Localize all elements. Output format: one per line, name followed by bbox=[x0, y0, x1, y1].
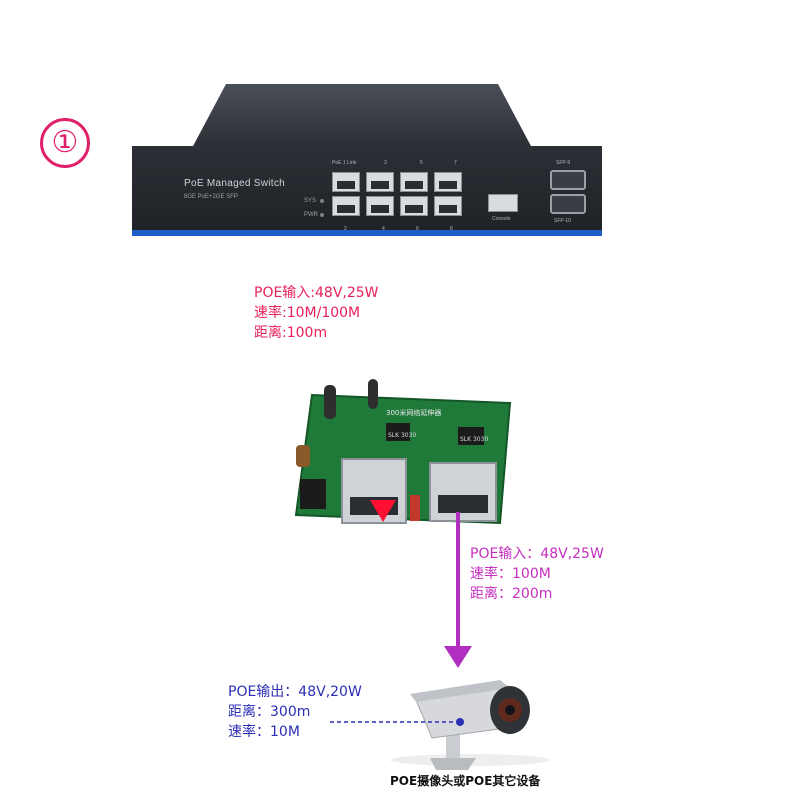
pwr-led-label: PWR bbox=[304, 212, 318, 218]
segment1-power-text: POE输入:48V,25W bbox=[254, 285, 379, 301]
capacitor-icon bbox=[324, 385, 336, 419]
segment1-distance-text: 距离:100m bbox=[254, 325, 328, 341]
console-port-label: Console bbox=[492, 216, 511, 222]
chip-icon bbox=[386, 423, 410, 441]
segment2-spec-label: POE输入：48V,25W 速率：100M 距离：200m bbox=[470, 544, 604, 604]
console-port bbox=[488, 194, 518, 212]
rj45-port bbox=[366, 196, 394, 216]
port-header-label: PoE 1 Link bbox=[332, 160, 357, 166]
rj45-port bbox=[332, 172, 360, 192]
rj45-port bbox=[434, 196, 462, 216]
chip-label: SLK 3030 bbox=[388, 432, 416, 439]
camera-link-dot bbox=[456, 718, 464, 726]
segment2-speed-text: 速率：100M bbox=[470, 566, 551, 582]
switch-top-panel bbox=[192, 84, 532, 148]
chip-icon bbox=[458, 427, 484, 445]
rj45-port bbox=[400, 196, 428, 216]
pwr-led-icon bbox=[320, 213, 324, 217]
dc-jack-icon bbox=[300, 479, 326, 509]
switch-front-panel: PoE Managed Switch 8GE PoE+2GE SFP SYS P… bbox=[132, 146, 602, 236]
chip-label: SLK 3030 bbox=[460, 436, 488, 443]
switch-model-subtitle: 8GE PoE+2GE SFP bbox=[184, 194, 238, 200]
segment1-speed-text: 速率:10M/100M bbox=[254, 305, 361, 321]
port-number-label: 7 bbox=[454, 160, 457, 166]
port-number-label: 3 bbox=[384, 160, 387, 166]
rj45-jack-right-opening bbox=[438, 495, 488, 513]
board-silkscreen-title: 300米网络延伸器 bbox=[386, 408, 441, 417]
step-number-marker: ① bbox=[40, 118, 90, 168]
sfp-port-label: SFP-9 bbox=[556, 160, 571, 166]
arrow-head-purple bbox=[444, 646, 472, 668]
rj45-port bbox=[400, 172, 428, 192]
sys-led-label: SYS bbox=[304, 198, 317, 204]
sfp-port bbox=[550, 194, 586, 214]
capacitor-icon bbox=[368, 379, 378, 409]
rj45-port bbox=[366, 172, 394, 192]
segment2-distance-text: 距离：200m bbox=[470, 586, 553, 602]
poe-camera-icon bbox=[390, 680, 550, 770]
switch-model-name: PoE Managed Switch bbox=[184, 178, 286, 189]
port-number-label: 6 bbox=[416, 226, 419, 232]
segment3-spec-label: POE输出：48V,20W 距离：300m 速率：10M bbox=[228, 682, 362, 742]
port-number-label: 8 bbox=[450, 226, 453, 232]
device-caption: POE摄像头或POE其它设备 bbox=[390, 774, 541, 788]
poe-switch-device: PoE Managed Switch 8GE PoE+2GE SFP SYS P… bbox=[132, 84, 602, 244]
segment1-spec-label: POE输入:48V,25W 速率:10M/100M 距离:100m bbox=[254, 283, 379, 343]
rj45-port bbox=[434, 172, 462, 192]
sfp-port bbox=[550, 170, 586, 190]
rj45-port-group bbox=[332, 172, 472, 226]
segment3-power-text: POE输出：48V,20W bbox=[228, 684, 362, 700]
rj45-port bbox=[332, 196, 360, 216]
segment3-speed-text: 速率：10M bbox=[228, 724, 300, 740]
arrow-head-red bbox=[370, 500, 396, 522]
segment2-power-text: POE输入：48V,25W bbox=[470, 546, 604, 562]
poe-extender-board: SLK 3030 SLK 3030 300米网络延伸器 bbox=[294, 379, 512, 525]
sys-led-icon bbox=[320, 199, 324, 203]
sfp-port-label: SFP-10 bbox=[554, 218, 571, 224]
fuse-icon bbox=[410, 495, 420, 521]
port-number-label: 2 bbox=[344, 226, 347, 232]
segment3-distance-text: 距离：300m bbox=[228, 704, 311, 720]
inductor-icon bbox=[296, 445, 310, 467]
port-number-label: 5 bbox=[420, 160, 423, 166]
